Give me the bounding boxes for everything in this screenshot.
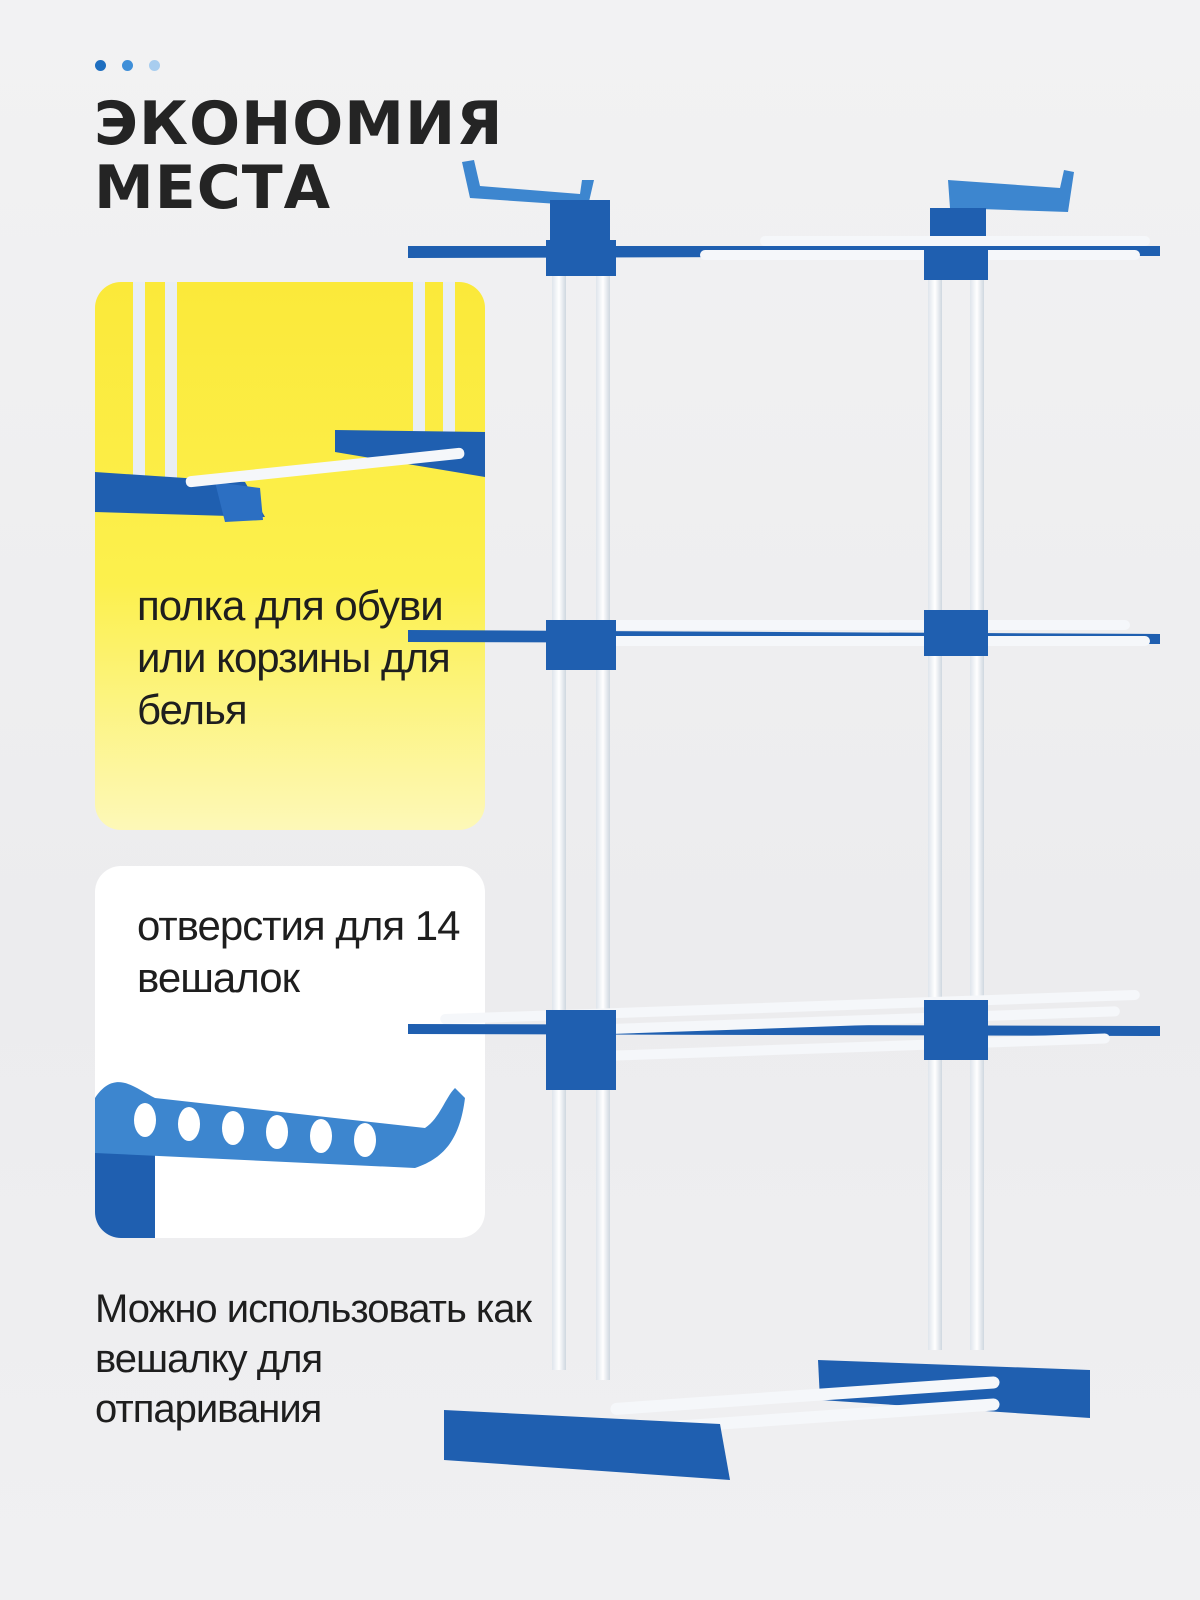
steaming-caption: Можно использовать как вешалку для отпар… — [95, 1287, 532, 1431]
pagination-dot-2 — [122, 60, 133, 71]
pagination-dots — [95, 60, 160, 71]
hanger-arm-illustration — [95, 1082, 465, 1238]
page-title: ЭКОНОМИЯ МЕСТА — [94, 92, 503, 220]
pagination-dot-3 — [149, 60, 160, 71]
hanger-holes-card: отверстия для 14 вешалок — [95, 866, 485, 1238]
drying-rack-illustration — [408, 160, 1160, 1480]
shoe-shelf-text: полка для обуви или корзины для белья — [137, 582, 451, 733]
pagination-dot-1 — [95, 60, 106, 71]
shoe-shelf-card: полка для обуви или корзины для белья — [95, 282, 485, 830]
title-line-2: МЕСТА — [94, 153, 332, 223]
title-line-1: ЭКОНОМИЯ — [94, 89, 504, 159]
shoe-shelf-illustration — [95, 282, 485, 522]
hanger-holes-text: отверстия для 14 вешалок — [137, 902, 460, 1001]
